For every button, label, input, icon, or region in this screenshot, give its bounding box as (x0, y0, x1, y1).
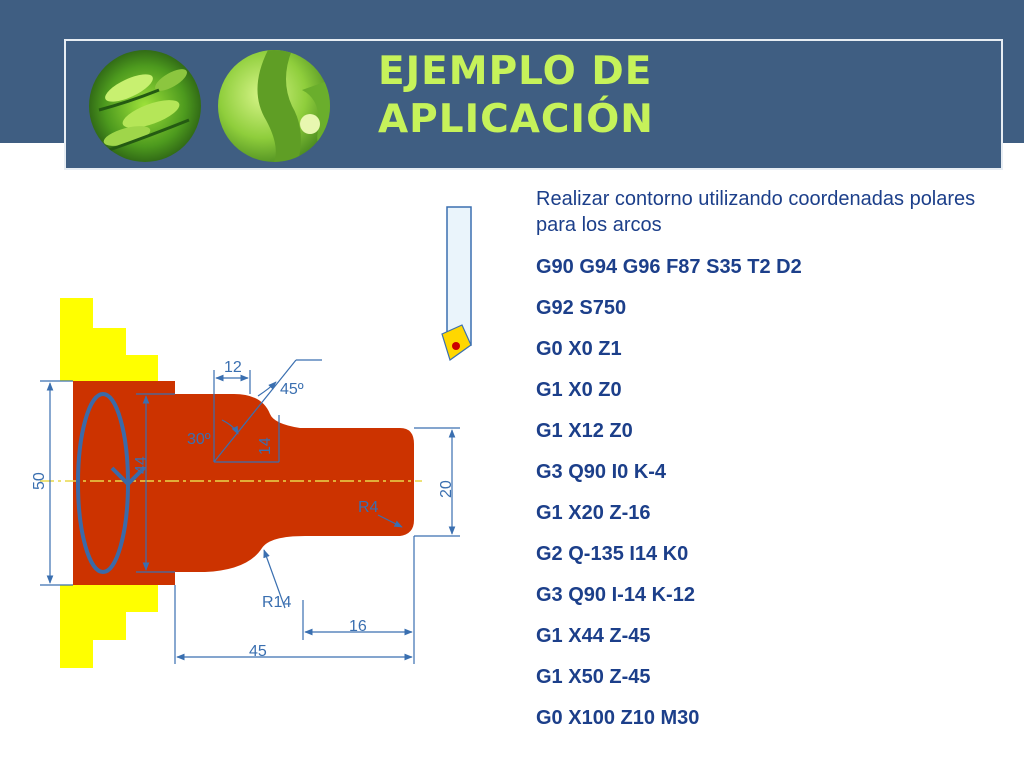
instructions-text: Realizar contorno utilizando coordenadas… (536, 188, 976, 236)
dim-length-16: 16 (349, 618, 367, 635)
dim-angle-45: 45º (280, 381, 304, 398)
dim-length-45: 45 (249, 643, 267, 660)
title-line-2: APLICACIÓN (378, 97, 654, 142)
leaf-photo-left (89, 50, 201, 162)
dim-length-14: 14 (257, 437, 274, 455)
chuck-jaw-top (60, 298, 158, 381)
leaf-photo-right (218, 50, 330, 162)
program-line: G2 Q-135 I14 K0 (536, 543, 689, 565)
tool-holder (446, 206, 472, 346)
program-line: G1 X50 Z-45 (536, 666, 651, 688)
program-line: G90 G94 G96 F87 S35 T2 D2 (536, 256, 802, 278)
tool-tip-icon (452, 342, 460, 350)
dim-length-12: 12 (224, 359, 242, 376)
dim-angle-30: 30º (187, 431, 211, 448)
program-line: G0 X0 Z1 (536, 338, 622, 360)
program-line: G1 X20 Z-16 (536, 502, 651, 524)
dim-diameter-44: 44 (133, 456, 150, 474)
dim-diameter-20: 20 (438, 480, 455, 498)
program-line: G3 Q90 I0 K-4 (536, 461, 667, 483)
workpiece (73, 381, 414, 585)
cnc-program: G90 G94 G96 F87 S35 T2 D2 G92 S750 G0 X0… (536, 254, 802, 746)
title-line-1: EJEMPLO DE (378, 49, 653, 94)
program-line: G1 X44 Z-45 (536, 625, 651, 647)
program-line: G0 X100 Z10 M30 (536, 707, 700, 729)
program-line: G3 Q90 I-14 K-12 (536, 584, 695, 606)
program-line: G1 X0 Z0 (536, 379, 622, 401)
chuck-jaw-bottom (60, 585, 158, 668)
rotation-arrow-icon (110, 466, 146, 487)
page-title: EJEMPLO DE APLICACIÓN (378, 48, 654, 144)
dim-radius-r14: R14 (262, 594, 291, 611)
program-line: G1 X12 Z0 (536, 420, 633, 442)
dim-radius-r4: R4 (358, 499, 379, 516)
dim-diameter-50: 50 (31, 472, 48, 490)
program-line: G92 S750 (536, 297, 627, 319)
